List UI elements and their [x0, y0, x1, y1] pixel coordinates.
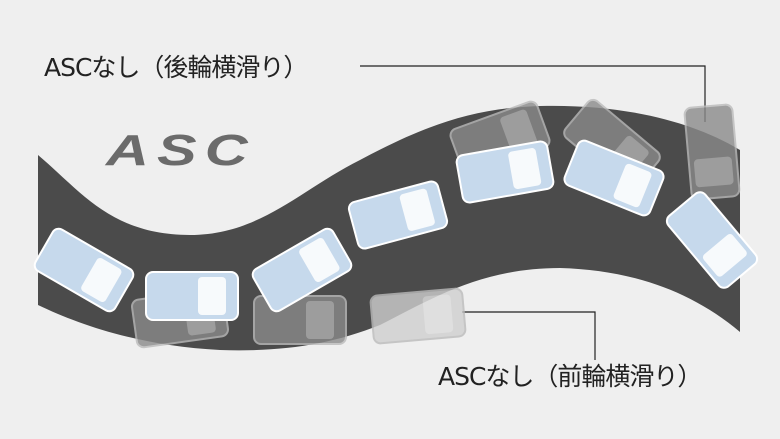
rear-wheel-slip-label: ASCなし（後輪横滑り） [44, 53, 308, 82]
asc-logo: ASC [106, 126, 256, 175]
car [563, 139, 665, 217]
car [665, 191, 759, 289]
front-wheel-slip-label: ASCなし（前輪横滑り） [438, 362, 702, 391]
rear-slip-leader [360, 65, 706, 122]
car [347, 180, 449, 250]
ghost-car-front-slip [369, 287, 467, 345]
car [251, 227, 353, 313]
car [455, 140, 555, 204]
car [33, 227, 135, 313]
leader-lines [360, 65, 706, 360]
front-slip-leader [462, 311, 596, 360]
ghost-car-rear-slip [683, 103, 741, 201]
car [145, 271, 239, 321]
